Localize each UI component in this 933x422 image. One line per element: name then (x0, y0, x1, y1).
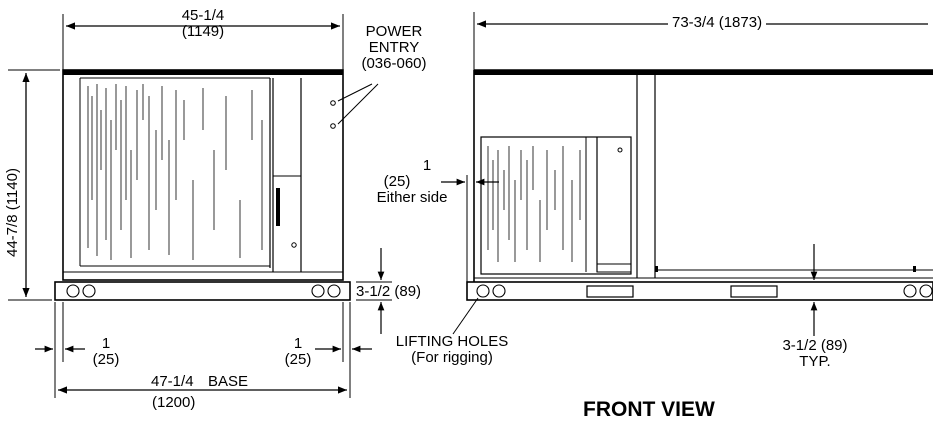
lifting-holes-label: LIFTING HOLES (For rigging) (382, 334, 522, 366)
side-offset-inches: 1 (422, 157, 432, 174)
end-width-inches: 45-1/4 (181, 7, 225, 24)
power-entry-line3: (036-060) (361, 55, 427, 72)
power-entry-line1: POWER (365, 23, 423, 40)
end-width-mm: (1149) (181, 23, 225, 40)
right-offset-dim: 1 (25) (278, 336, 318, 368)
left-offset-inches: 1 (101, 335, 111, 352)
front-view (441, 12, 933, 336)
base-dim-inches: 47-1/4 (151, 373, 194, 390)
base-label: BASE (208, 373, 249, 390)
rail-typ-note: TYP. (799, 353, 831, 370)
end-view (8, 14, 392, 398)
lifting-holes-note: (For rigging) (411, 349, 493, 366)
right-offset-inches: 1 (293, 335, 303, 352)
front-view-title: FRONT VIEW (583, 398, 715, 421)
base-dim-mm: (1200) (152, 394, 196, 411)
end-width-dim: 45-1/4 (1149) (168, 8, 238, 40)
lifting-holes-title: LIFTING HOLES (395, 333, 509, 350)
left-offset-mm: (25) (92, 351, 120, 368)
power-entry-line2: ENTRY (368, 39, 420, 56)
power-entry-label: POWER ENTRY (036-060) (353, 24, 435, 72)
side-offset-mm: (25) (383, 173, 411, 190)
side-offset-note: Either side (376, 189, 448, 206)
rail-typ-value: 3-1/2 (89) (782, 337, 848, 354)
rail-height-dim: 3-1/2 (89) (356, 283, 422, 300)
side-offset-dim: 1 (25) Either side (362, 158, 462, 206)
end-height-dim: 44-7/8 (1140) (4, 168, 21, 257)
right-offset-mm: (25) (284, 351, 312, 368)
left-offset-dim: 1 (25) (86, 336, 126, 368)
front-length-dim: 73-3/4 (1873) (668, 15, 767, 31)
rail-typ-dim: 3-1/2 (89) TYP. (767, 338, 863, 370)
